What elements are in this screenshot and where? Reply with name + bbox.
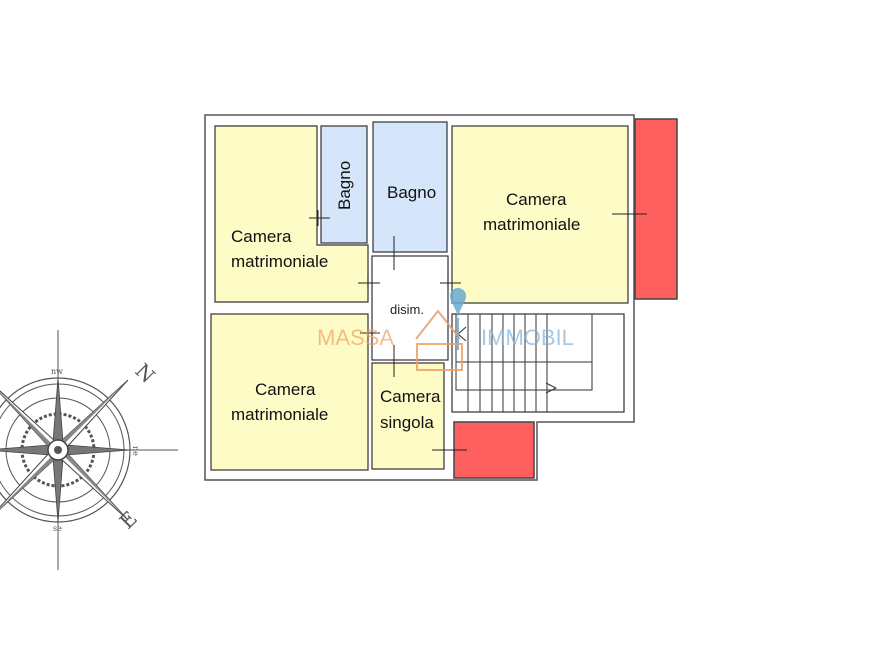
label-disimpegno: disim.: [390, 302, 424, 317]
label-camera-top-right-2: matrimoniale: [483, 215, 580, 234]
balcony-right: [634, 118, 678, 300]
label-camera-top-left-1: Camera: [231, 227, 292, 246]
map-pin-icon: [450, 288, 466, 320]
compass-ne: ne: [131, 446, 140, 456]
label-camera-bottom-left-1: Camera: [255, 380, 316, 399]
room-camera-top-right: [451, 125, 629, 304]
watermark-logo: MASSA IMMOBIL: [317, 288, 574, 371]
label-camera-singola-1: Camera: [380, 387, 441, 406]
label-bagno: Bagno: [387, 183, 436, 202]
door-marks: [309, 210, 647, 451]
room-camera-singola: [371, 362, 445, 470]
label-camera-top-left-2: matrimoniale: [231, 252, 328, 271]
stair-area: [451, 313, 625, 413]
compass-se: se: [53, 524, 62, 533]
room-bagno-small: [320, 125, 368, 244]
room-disimpegno: [371, 255, 449, 361]
label-camera-top-right-1: Camera: [506, 190, 567, 209]
watermark-right: IMMOBIL: [481, 325, 574, 350]
label-camera-singola-2: singola: [380, 413, 434, 432]
room-camera-bottom-left: [210, 313, 369, 471]
label-bagno-small: Bagno: [335, 161, 354, 210]
stairs: [455, 313, 593, 412]
room-bagno: [372, 121, 448, 253]
room-camera-top-left: [214, 125, 369, 303]
compass-north: N: [130, 359, 159, 388]
compass-nw: nw: [51, 367, 63, 376]
label-camera-bottom-left-2: matrimoniale: [231, 405, 328, 424]
watermark-left: MASSA: [317, 325, 394, 350]
